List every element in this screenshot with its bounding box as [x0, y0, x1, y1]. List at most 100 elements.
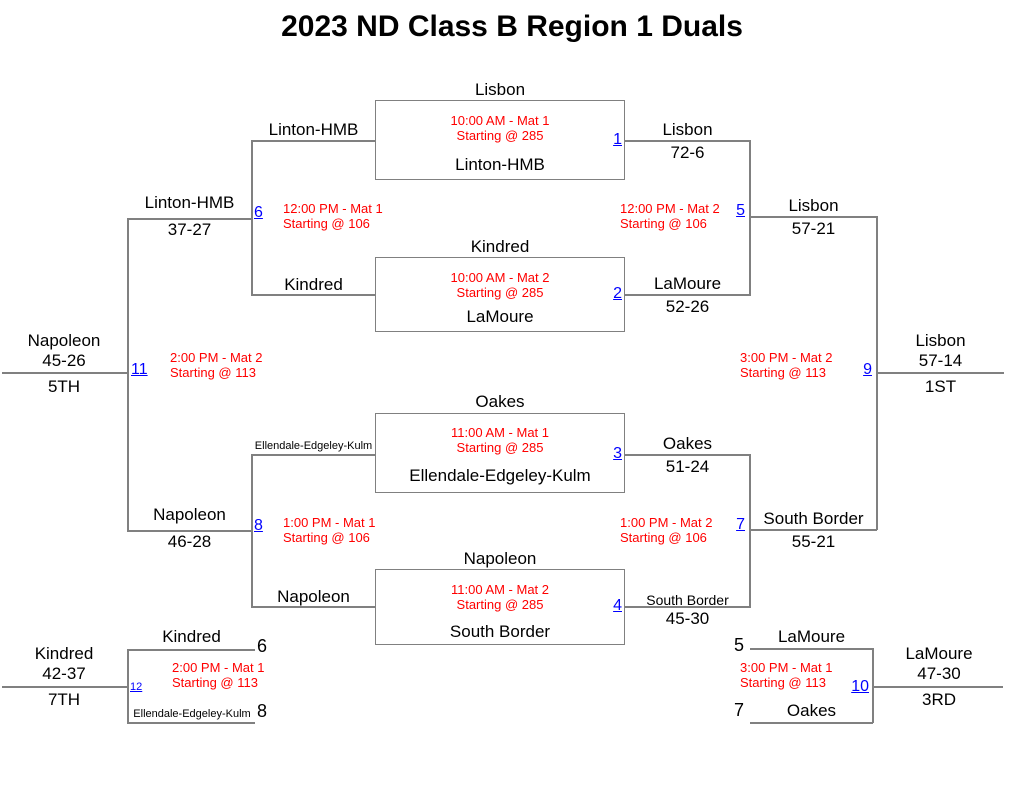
match-2-team-bottom-label: LaMoure — [466, 307, 534, 326]
match-9-number-link[interactable]: 9 — [863, 361, 872, 378]
match-4-box — [375, 569, 625, 645]
match-3-time: 11:00 AM - Mat 1 — [450, 425, 550, 440]
match-8-number-link[interactable]: 8 — [254, 517, 263, 534]
match-4-number-link[interactable]: 4 — [613, 597, 622, 614]
match-7-winner-score: 55-21 — [791, 532, 836, 551]
match-2-winner-score: 52-26 — [665, 297, 710, 316]
third-place-winner-name: LaMoure — [905, 644, 973, 663]
match-1-time: 10:00 AM - Mat 1 — [450, 113, 550, 128]
match-10-bracket-line — [872, 648, 874, 723]
match-5-winner-line — [750, 216, 877, 218]
match-5-schedule: 12:00 PM - Mat 2 Starting @ 106 — [620, 201, 720, 231]
match-6-bracket-line — [251, 140, 253, 296]
match-12-bottom-feed-line — [128, 722, 255, 724]
match-7-time: 1:00 PM - Mat 2 — [620, 515, 713, 530]
match-4-feed-team-label: Napoleon — [277, 587, 350, 606]
match-1-number-link[interactable]: 1 — [613, 131, 622, 148]
third-place-winner-score: 47-30 — [917, 664, 961, 683]
match-2-team-top-label: Kindred — [470, 237, 530, 256]
match-7-number-link[interactable]: 7 — [736, 516, 745, 533]
first-place-label: 1ST — [924, 377, 957, 396]
match-3-winner-score: 51-24 — [665, 457, 710, 476]
match-8-winner-name: Napoleon — [153, 505, 226, 524]
match-9-bracket-line — [876, 216, 878, 530]
match-5-winner-name: Lisbon — [788, 196, 839, 215]
match-3-schedule: 11:00 AM - Mat 1 Starting @ 285 — [375, 425, 625, 455]
seventh-place-winner-name: Kindred — [34, 644, 94, 663]
match-12-bottom-seed: 8 — [257, 701, 268, 721]
match-10-schedule: 3:00 PM - Mat 1 Starting @ 113 — [740, 660, 832, 690]
match-4-winner-name: South Border — [646, 592, 729, 608]
match-3-winner-line — [625, 454, 750, 456]
match-1-winner-score: 72-6 — [670, 143, 705, 162]
fifth-place-label: 5TH — [47, 377, 81, 396]
match-4-winner-score: 45-30 — [665, 609, 710, 628]
match-8-winner-score: 46-28 — [167, 532, 212, 551]
fifth-place-winner-score: 45-26 — [42, 351, 86, 370]
match-7-schedule: 1:00 PM - Mat 2 Starting @ 106 — [620, 515, 712, 545]
match-3-winner-name: Oakes — [662, 434, 713, 453]
match-4-team-top-label: Napoleon — [463, 549, 537, 568]
match-2-time: 10:00 AM - Mat 2 — [450, 270, 550, 285]
match-5-number-link[interactable]: 5 — [736, 202, 745, 219]
match-12-schedule: 2:00 PM - Mat 1 Starting @ 113 — [172, 660, 264, 690]
match-11-bracket-line — [127, 218, 129, 532]
match-12-number-link[interactable]: 12 — [130, 681, 143, 693]
match-6-winner-line — [128, 218, 251, 220]
match-10-top-feed-line — [750, 648, 873, 650]
match-4-feed-line — [252, 606, 375, 608]
match-9-schedule: 3:00 PM - Mat 2 Starting @ 113 — [740, 350, 832, 380]
match-7-starting-weight: Starting @ 106 — [620, 530, 707, 545]
match-3-team-top-label: Oakes — [475, 392, 525, 411]
seventh-place-winner-score: 42-37 — [42, 664, 86, 683]
match-1-box — [375, 100, 625, 180]
match-6-winner-name: Linton-HMB — [144, 193, 235, 212]
match-8-bracket-line — [251, 454, 253, 608]
match-11-number-link[interactable]: 11 — [131, 361, 148, 378]
match-12-top-seed: 6 — [257, 636, 268, 656]
match-9-starting-weight: Starting @ 113 — [740, 365, 826, 380]
match-4-winner-line — [625, 606, 750, 608]
match-6-schedule: 12:00 PM - Mat 1 Starting @ 106 — [283, 201, 383, 231]
champion-name: Lisbon — [915, 331, 966, 350]
match-2-starting-weight: Starting @ 285 — [456, 285, 544, 300]
champion-score: 57-14 — [918, 351, 963, 370]
match-3-box — [375, 413, 625, 493]
match-11-schedule: 2:00 PM - Mat 2 Starting @ 113 — [170, 350, 262, 380]
match-12-bottom-team-label: Ellendale-Edgeley-Kulm — [133, 708, 251, 720]
match-2-feed-line — [252, 294, 375, 296]
match-10-top-seed: 5 — [733, 635, 744, 655]
match-10-number-link[interactable]: 10 — [851, 678, 869, 695]
match-12-top-feed-line — [128, 649, 255, 651]
match-2-winner-line — [625, 294, 750, 296]
match-10-bottom-seed: 7 — [733, 700, 744, 720]
seventh-place-label: 7TH — [47, 690, 81, 709]
match-1-starting-weight: Starting @ 285 — [456, 128, 544, 143]
match-9-time: 3:00 PM - Mat 2 — [740, 350, 833, 365]
match-8-time: 1:00 PM - Mat 1 — [283, 515, 376, 530]
match-5-winner-score: 57-21 — [791, 219, 836, 238]
match-2-feed-team-label: Kindred — [284, 275, 343, 294]
match-8-schedule: 1:00 PM - Mat 1 Starting @ 106 — [283, 515, 375, 545]
match-3-number-link[interactable]: 3 — [613, 445, 622, 462]
match-5-time: 12:00 PM - Mat 2 — [620, 201, 720, 216]
match-4-starting-weight: Starting @ 285 — [456, 597, 544, 612]
match-11-time: 2:00 PM - Mat 2 — [170, 350, 263, 365]
match-12-top-team-label: Kindred — [162, 627, 221, 646]
match-4-time: 11:00 AM - Mat 2 — [450, 582, 550, 597]
fifth-place-winner-name: Napoleon — [27, 331, 101, 350]
match-7-winner-name: South Border — [763, 509, 864, 528]
match-4-team-bottom-label: South Border — [449, 622, 551, 641]
match-6-number-link[interactable]: 6 — [254, 204, 263, 221]
match-3-feed-line — [252, 454, 375, 456]
match-2-schedule: 10:00 AM - Mat 2 Starting @ 285 — [375, 270, 625, 300]
match-3-team-bottom-label: Ellendale-Edgeley-Kulm — [409, 466, 591, 485]
match-1-team-bottom-label: Linton-HMB — [455, 155, 545, 174]
match-1-winner-line — [625, 140, 750, 142]
third-place-label: 3RD — [921, 690, 956, 709]
match-2-number-link[interactable]: 2 — [613, 285, 622, 302]
match-1-feed-team-label: Linton-HMB — [268, 120, 359, 139]
match-3-starting-weight: Starting @ 285 — [456, 440, 544, 455]
match-8-starting-weight: Starting @ 106 — [283, 530, 370, 545]
match-12-starting-weight: Starting @ 113 — [172, 675, 258, 690]
